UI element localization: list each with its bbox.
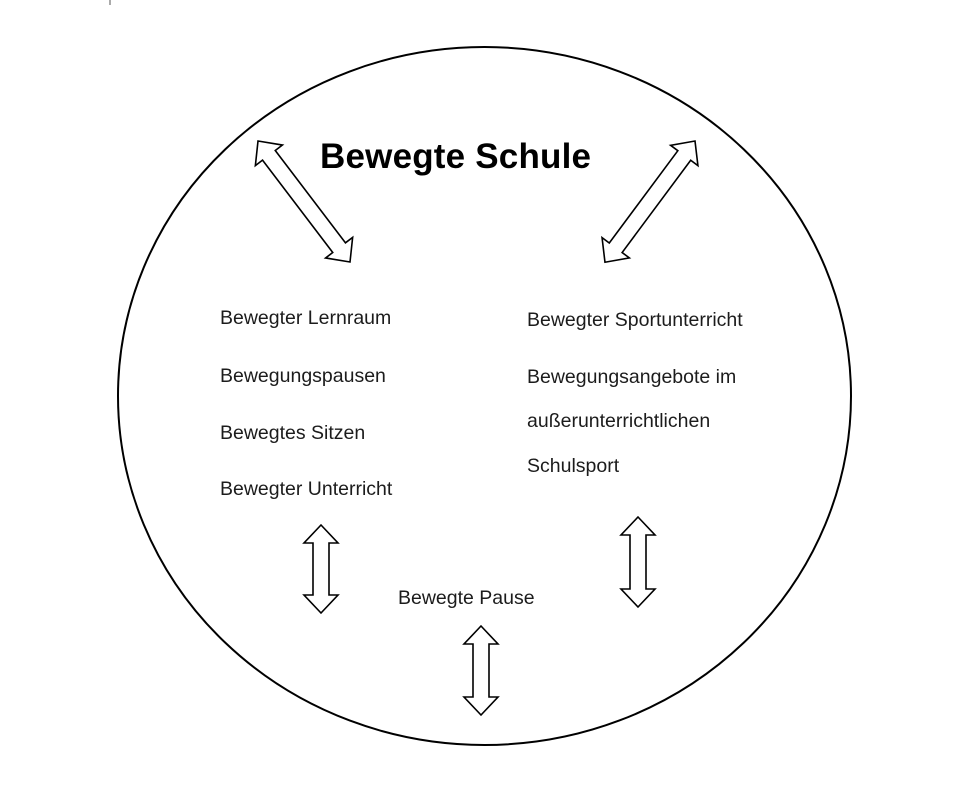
left-item-lernraum: Bewegter Lernraum: [220, 307, 392, 329]
right-item-bewegungsangebote: Bewegungsangebote im: [527, 366, 737, 388]
outer-circle: [117, 46, 852, 746]
center-item-bewegte-pause: Bewegte Pause: [398, 587, 535, 609]
arrow-title-left-icon: [254, 140, 354, 263]
left-item-bewegungspausen: Bewegungspausen: [220, 365, 386, 387]
arrow-pause-circle-icon: [462, 624, 500, 717]
arrow-title-right-icon: [601, 140, 699, 264]
arrow-left-pause-icon: [302, 523, 340, 615]
left-item-unterricht: Bewegter Unterricht: [220, 478, 393, 500]
left-item-sitzen: Bewegtes Sitzen: [220, 422, 366, 444]
arrow-right-pause-icon: [619, 515, 657, 609]
right-item-sportunterricht: Bewegter Sportunterricht: [527, 309, 743, 331]
right-item-schulsport: Schulsport: [527, 455, 620, 477]
diagram-title: Bewegte Schule: [320, 137, 592, 176]
right-item-ausserunterrichtlich: außerunterrichtlichen: [527, 410, 711, 432]
